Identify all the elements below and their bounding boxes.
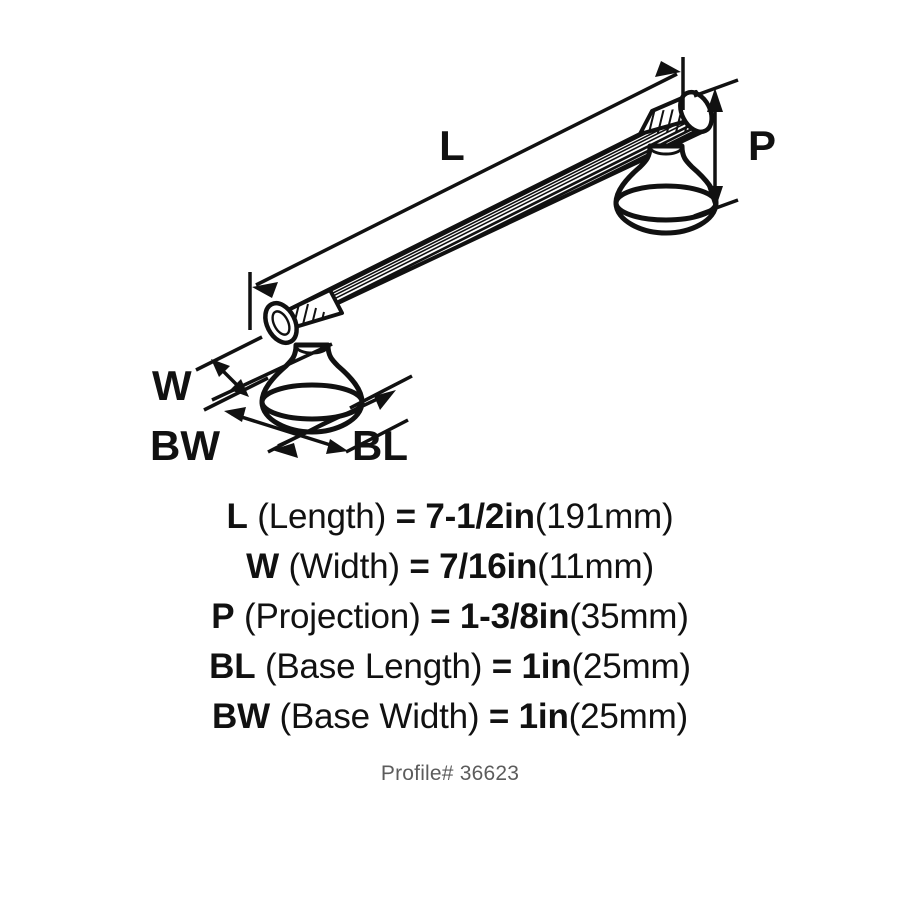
spec-name: (Length) — [257, 497, 387, 536]
dimension-base-width: BW — [150, 376, 409, 469]
spec-name: (Projection) — [243, 597, 421, 636]
projection-arrowhead-top — [707, 88, 723, 112]
base-width-arrowhead-left — [224, 407, 246, 422]
spec-line-base-length: BL (Base Length) = 1in(25mm) — [0, 642, 900, 692]
width-extension-upper — [195, 335, 263, 372]
projection-arrowhead-bottom — [707, 186, 723, 210]
spec-key: W — [246, 547, 279, 586]
spec-metric: (25mm) — [571, 647, 692, 686]
spec-value: 1-3/8in — [459, 597, 570, 636]
dimension-width: W — [152, 335, 333, 409]
spec-equals: = — [491, 647, 512, 686]
spec-equals: = — [430, 597, 451, 636]
spec-equals: = — [488, 697, 510, 736]
spec-key: BL — [209, 647, 256, 686]
base-width-label: BW — [150, 422, 220, 469]
base-neck-right — [648, 147, 684, 156]
profile-number: Profile# 36623 — [380, 762, 520, 785]
product-dimension-drawing: L P — [150, 57, 776, 469]
base-width-extension-left — [203, 376, 269, 412]
spec-line-base-width: BW (Base Width) = 1in(25mm) — [0, 692, 900, 742]
dimension-projection: P — [693, 78, 776, 218]
length-arrowhead-right — [655, 61, 681, 77]
bar-end-cap-left — [263, 300, 299, 346]
projection-label: P — [748, 122, 776, 169]
base-width-arrowhead-right — [326, 439, 348, 454]
mounting-base-left — [259, 342, 365, 435]
length-arrowhead-left — [252, 282, 278, 298]
spec-key: L — [226, 497, 248, 536]
spec-name: (Base Length) — [264, 647, 483, 686]
length-dimension-line — [255, 72, 678, 287]
width-label: W — [152, 362, 192, 409]
spec-value: 1in — [521, 647, 572, 686]
base-length-extension-right — [349, 374, 413, 410]
spec-value: 1in — [518, 697, 569, 736]
spec-key: BW — [212, 697, 270, 736]
base-length-arrowhead-left — [272, 443, 298, 458]
spec-line-projection: P (Projection) = 1-3/8in(35mm) — [0, 592, 900, 642]
spec-metric: (11mm) — [537, 547, 654, 586]
base-length-dimension-line — [277, 392, 389, 448]
spec-line-width: W (Width) = 7/16in(11mm) — [0, 542, 900, 592]
base-length-arrowhead-right — [374, 390, 396, 410]
projection-extension-top — [693, 78, 739, 98]
base-length-label: BL — [352, 422, 408, 469]
base-width-extension-right — [345, 418, 409, 454]
width-arrowhead-upper — [211, 359, 230, 377]
spec-key: P — [211, 597, 235, 636]
spec-metric: (25mm) — [568, 697, 689, 736]
bar-end-cap-right — [678, 89, 714, 135]
dimension-base-length: BL — [267, 374, 413, 469]
dimension-spec-list: L (Length) = 7-1/2in(191mm) W (Width) = … — [0, 492, 900, 742]
base-body-right — [613, 143, 719, 236]
length-label: L — [439, 122, 465, 169]
pull-bar — [263, 89, 714, 346]
spec-metric: (191mm) — [534, 497, 674, 536]
spec-line-length: L (Length) = 7-1/2in(191mm) — [0, 492, 900, 542]
dimension-length: L — [248, 57, 685, 330]
spec-value: 7/16in — [439, 547, 538, 586]
projection-extension-bottom — [693, 198, 739, 218]
spec-name: (Width) — [288, 547, 400, 586]
width-arrowhead-lower — [230, 379, 249, 397]
spec-metric: (35mm) — [569, 597, 689, 636]
spec-value: 7-1/2in — [425, 497, 535, 536]
spec-name: (Base Width) — [279, 697, 480, 736]
spec-equals: = — [395, 497, 416, 536]
base-width-dimension-line — [231, 412, 341, 450]
spec-equals: = — [409, 547, 430, 586]
